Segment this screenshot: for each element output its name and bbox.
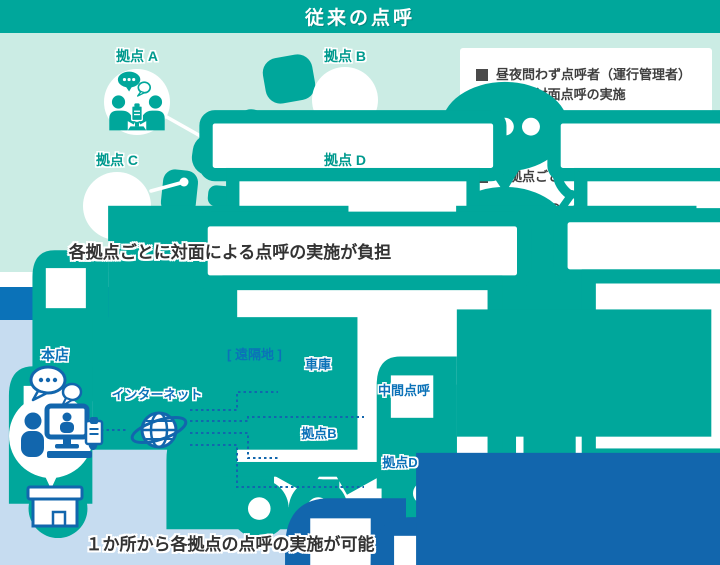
bullet-square-icon [476, 120, 488, 132]
point-text: インターネットを利用した遠隔地 からの点呼の実施 [496, 356, 692, 391]
point-text: 各拠点での対面点呼実施による 車庫－営業所間の往復 [496, 200, 678, 236]
base-b-label: 拠点 B [324, 48, 366, 64]
section-traditional: 従来の点呼 拠点 A 拠点 B 拠点 C 拠点 D 各拠点ごとに対面による点呼の… [0, 0, 720, 272]
section-traditional-caption: 各拠点ごとに対面による点呼の実施が負担 [68, 243, 392, 262]
bullet-square-icon [476, 202, 488, 215]
point-text: 各拠点ごとに点呼記録簿の管理 [496, 169, 679, 184]
section-it-title: ＩＴ点呼くんによる点呼 [239, 295, 481, 316]
bullet-square-icon [476, 358, 488, 370]
point-item: 昼夜問わず点呼者（運行管理者） による対面点呼の実施 [476, 65, 700, 104]
truck-midway-label: 中間点呼 [377, 383, 431, 398]
point-item: 各拠点ごとに点呼記録簿の管理 [476, 167, 700, 187]
remote-area-label: [ 遠隔地 ] [227, 347, 282, 362]
section-traditional-points-panel: 昼夜問わず点呼者（運行管理者） による対面点呼の実施 各拠点に点呼者（運行管理者… [460, 48, 712, 262]
point-item: 点呼記録の一括管理が可能 （印刷、PDF出力機能付き） [476, 456, 700, 495]
head-office-label: 本店 [41, 347, 69, 363]
base-d-label: 拠点 D [324, 152, 366, 168]
section-it-points-panel: インターネットを利用した遠隔地 からの点呼の実施 各拠点に点呼者（運行管理者）の… [460, 337, 712, 552]
truck-garage-label: 車庫 [304, 357, 332, 372]
point-text: 点呼の状況を動画へ自動保存 [496, 509, 666, 524]
truck-base-b-label: 拠点B [301, 426, 337, 441]
point-item: 各拠点に点呼者（運行管理者）の 配置が必須 [476, 116, 700, 155]
point-item: 各拠点での対面点呼実施による 車庫－営業所間の往復 [476, 199, 700, 238]
base-a-label: 拠点 A [116, 48, 158, 64]
bullet-square-icon [476, 409, 488, 421]
section-it-header-band: ＩＴ点呼くんによる点呼 [0, 287, 720, 320]
section-traditional-header-band: 従来の点呼 [0, 0, 720, 33]
truck-base-d-label: 拠点D [382, 455, 418, 470]
bullet-square-icon [476, 69, 488, 81]
section-it-caption: １か所から各拠点の点呼の実施が可能 [85, 535, 375, 554]
base-c-label: 拠点 C [96, 152, 138, 168]
point-item: 点呼の状況を動画へ自動保存 [476, 507, 700, 527]
point-text: 各拠点に点呼者（運行管理者）の 配置が必須 [496, 118, 692, 153]
point-text: 昼夜問わず点呼者（運行管理者） による対面点呼の実施 [496, 67, 692, 102]
section-traditional-title: 従来の点呼 [304, 8, 415, 29]
point-item: インターネットを利用した遠隔地 からの点呼の実施 [476, 354, 700, 393]
internet-label: インターネット [111, 387, 203, 402]
bullet-square-icon [476, 511, 488, 523]
bullet-square-icon [476, 171, 488, 183]
bullet-square-icon [476, 460, 488, 472]
point-text: 各拠点に点呼者（運行管理者）の 配置が不要 [496, 407, 692, 442]
point-text: 点呼記録の一括管理が可能 （印刷、PDF出力機能付き） [496, 458, 666, 493]
point-item: 各拠点に点呼者（運行管理者）の 配置が不要 [476, 405, 700, 444]
